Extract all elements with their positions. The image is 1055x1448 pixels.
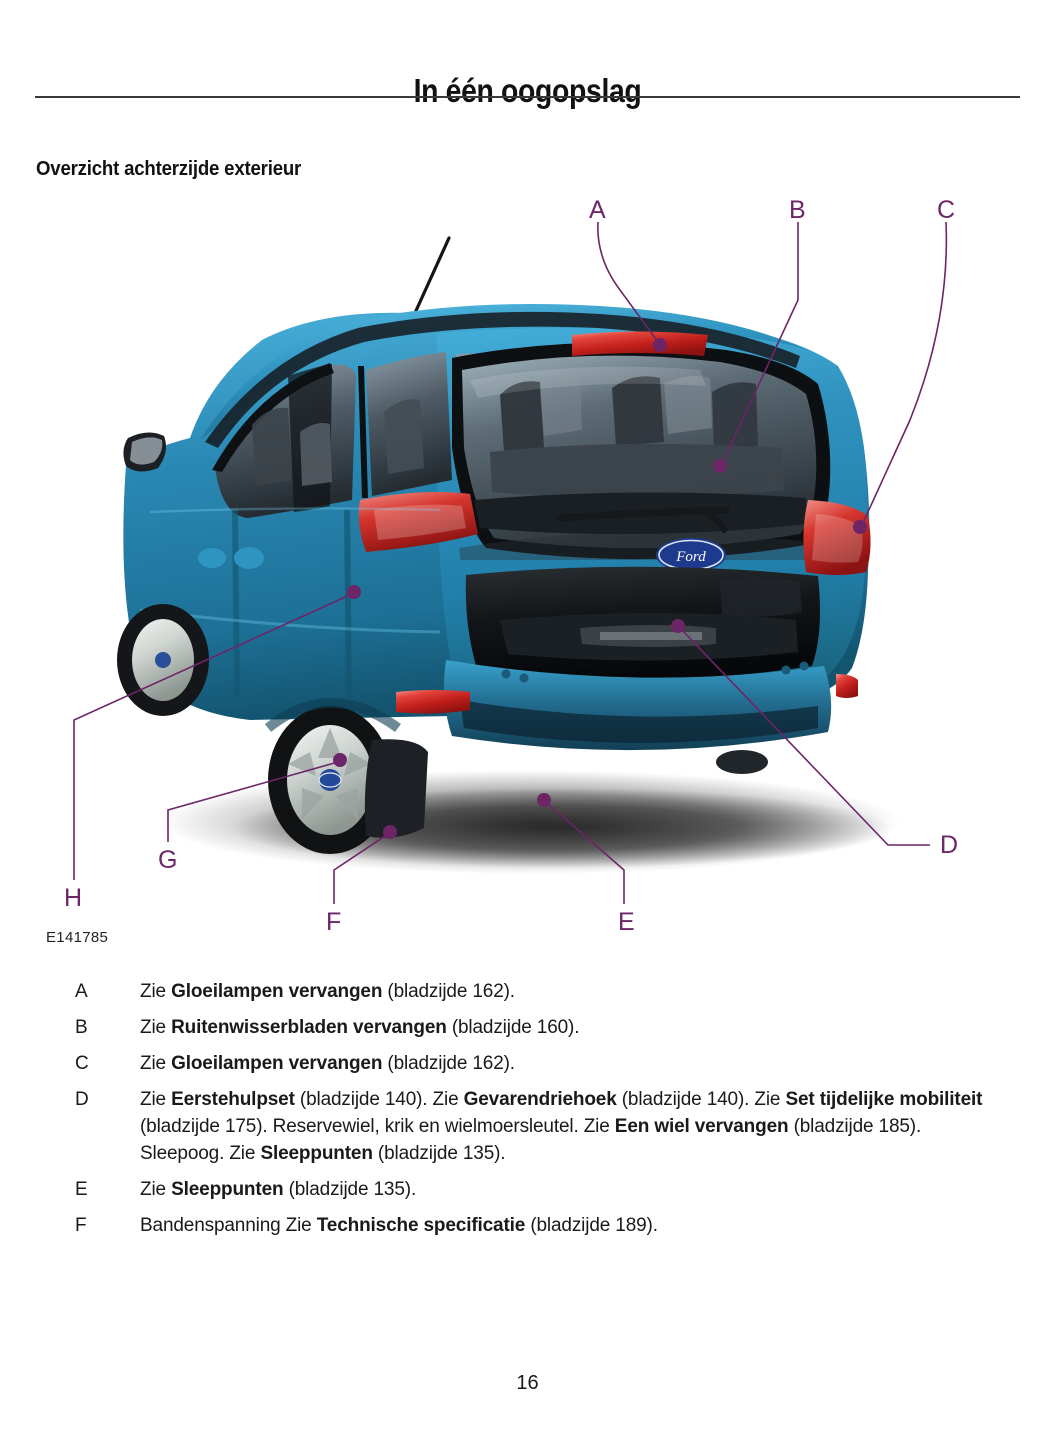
tail-lamp-left: [358, 492, 478, 552]
legend-b-p2: (bladzijde 160).: [446, 1017, 580, 1038]
rear-hub-cap: [319, 769, 341, 791]
tail-lamp-left-highlight: [374, 504, 466, 540]
legend-d-p8: (bladzijde 185). Sleepoog. Zie: [140, 1116, 922, 1164]
legend-d-p7: Een wiel vervangen: [614, 1116, 789, 1137]
callout-label-f: F: [326, 908, 342, 936]
ford-badge-text: Ford: [675, 549, 706, 565]
legend-row-d: D Zie Eerstehulpset (bladzijde 140). Zie…: [0, 1086, 1055, 1167]
legend-a-p1: Gloeilampen vervangen: [171, 981, 383, 1002]
exhaust-tip: [716, 750, 768, 774]
legend-c-p0: Zie: [140, 1053, 172, 1074]
legend-d-p5: Set tijdelijke mobiliteit: [785, 1089, 983, 1110]
door-handle-front: [198, 548, 226, 568]
legend-row-e: E Zie Sleeppunten (bladzijde 135).: [0, 1176, 1055, 1203]
legend-text-c: Zie Gloeilampen vervangen (bladzijde 162…: [140, 1050, 985, 1077]
rear-seat-headrests: [490, 376, 784, 498]
callout-label-c: C: [937, 196, 956, 224]
legend-d-p1: Eerstehulpset: [171, 1089, 295, 1110]
legend-text-d: Zie Eerstehulpset (bladzijde 140). Zie G…: [140, 1086, 985, 1167]
legend-f-p2: (bladzijde 189).: [525, 1215, 658, 1236]
mud-flap: [364, 739, 428, 838]
vehicle-diagram: Ford: [0, 180, 1055, 955]
parking-sensor-2: [519, 673, 529, 683]
tail-lamp-right: [803, 500, 871, 575]
legend-key-b: B: [75, 1017, 88, 1038]
legend-d-p3: Gevarendriehoek: [463, 1089, 617, 1110]
legend-e-p1: Sleeppunten: [171, 1179, 284, 1200]
door-shut-line-rear: [344, 510, 352, 698]
legend-e-p2: (bladzijde 135).: [283, 1179, 417, 1200]
legend-row-a: A Zie Gloeilampen vervangen (bladzijde 1…: [0, 978, 1055, 1005]
legend-row-b: B Zie Ruitenwisserbladen vervangen (blad…: [0, 1014, 1055, 1041]
callout-legend-list: A Zie Gloeilampen vervangen (bladzijde 1…: [0, 978, 1055, 1248]
shoulder-line: [149, 507, 441, 514]
parking-sensor-1: [501, 669, 511, 679]
callout-label-b: B: [789, 196, 806, 224]
legend-d-p0: Zie: [140, 1089, 172, 1110]
glass-reflection: [470, 366, 706, 398]
page-title: In één oogopslag: [413, 72, 642, 110]
legend-key-c: C: [75, 1053, 89, 1074]
cargo-side-trim: [720, 577, 802, 617]
legend-a-p2: (bladzijde 162).: [382, 981, 515, 1002]
legend-text-f: Bandenspanning Zie Technische specificat…: [140, 1212, 985, 1239]
callout-label-g: G: [158, 846, 178, 874]
page-number: 16: [516, 1372, 539, 1394]
legend-row-c: C Zie Gloeilampen vervangen (bladzijde 1…: [0, 1050, 1055, 1077]
window-pillar: [358, 366, 368, 498]
legend-key-a: A: [75, 981, 88, 1002]
section-heading: Overzicht achterzijde exterieur: [36, 157, 302, 180]
bumper-lower-shade: [460, 700, 818, 743]
rear-wiper-arm: [697, 507, 727, 533]
door-handle-rear: [234, 547, 264, 569]
legend-c-p1: Gloeilampen vervangen: [171, 1053, 383, 1074]
legend-key-f: F: [75, 1215, 87, 1236]
ford-badge: [656, 538, 726, 572]
legend-key-d: D: [75, 1089, 89, 1110]
latch-striker: [600, 632, 702, 640]
bumper-reflector-left: [396, 690, 470, 714]
rear-wheel-arch: [264, 698, 401, 733]
tail-lamp-right-highlight: [812, 514, 863, 563]
legend-key-e: E: [75, 1179, 88, 1200]
legend-text-b: Zie Ruitenwisserbladen vervangen (bladzi…: [140, 1014, 985, 1041]
callout-leader-lines: [73, 221, 948, 904]
legend-b-p0: Zie: [140, 1017, 172, 1038]
header-divider: [35, 96, 1020, 98]
vehicle-illustration-svg: Ford: [73, 221, 948, 904]
legend-text-a: Zie Gloeilampen vervangen (bladzijde 162…: [140, 978, 985, 1005]
legend-b-p1: Ruitenwisserbladen vervangen: [171, 1017, 447, 1038]
legend-d-p10: (bladzijde 135).: [372, 1143, 506, 1164]
bumper-reflector-right: [836, 674, 858, 698]
legend-row-f: F Bandenspanning Zie Technische specific…: [0, 1212, 1055, 1239]
figure-id-label: E141785: [46, 929, 109, 946]
legend-d-p6: (bladzijde 175). Reservewiel, krik en wi…: [140, 1116, 615, 1137]
side-mirror-glass: [130, 437, 163, 465]
callout-label-e: E: [618, 908, 635, 936]
legend-d-p2: (bladzijde 140). Zie: [294, 1089, 464, 1110]
interior-seats-side: [252, 399, 424, 486]
legend-f-p1: Technische specificatie: [316, 1215, 526, 1236]
parking-sensor-4: [799, 661, 809, 671]
legend-a-p0: Zie: [140, 981, 172, 1002]
callout-dots: [333, 338, 867, 839]
legend-d-p4: (bladzijde 140). Zie: [616, 1089, 786, 1110]
window-surround-front: [212, 363, 334, 472]
legend-f-p0: Bandenspanning Zie: [140, 1215, 317, 1236]
high-mount-brake-lamp: [572, 331, 708, 356]
legend-e-p0: Zie: [140, 1179, 172, 1200]
legend-d-p9: Sleeppunten: [260, 1143, 373, 1164]
rear-hub-ring: [318, 772, 342, 788]
front-hub-cap: [155, 652, 171, 668]
callout-label-d: D: [940, 831, 959, 859]
callout-label-a: A: [589, 196, 606, 224]
callout-label-h: H: [64, 884, 83, 912]
legend-text-e: Zie Sleeppunten (bladzijde 135).: [140, 1176, 985, 1203]
parking-sensor-3: [781, 665, 791, 675]
legend-c-p2: (bladzijde 162).: [382, 1053, 515, 1074]
